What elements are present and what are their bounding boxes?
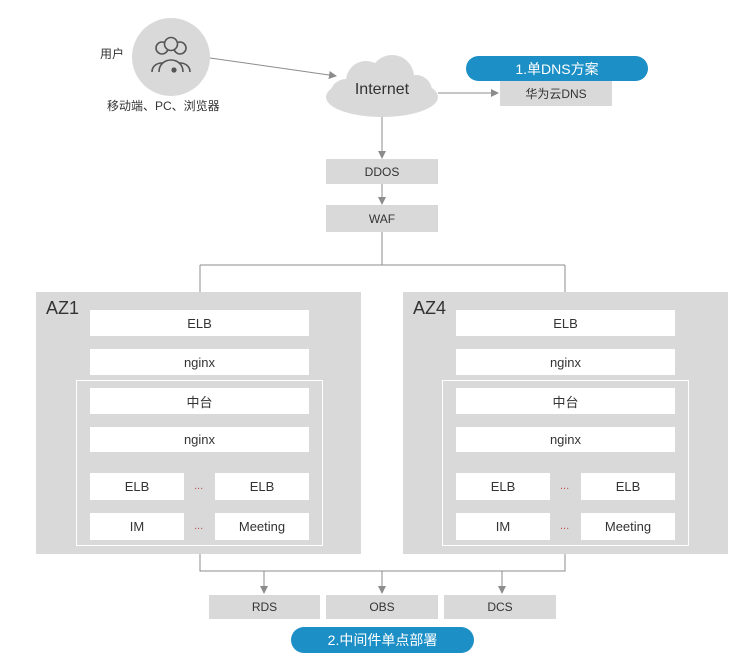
ddos-box: DDOS [326,159,438,184]
az4-ellipsis-top: ... [560,480,570,492]
waf-box: WAF [326,205,438,232]
az4-ellipsis-bottom: ... [560,520,570,532]
az1-elb-meeting: ELB [215,473,309,500]
az1-elb-im: ELB [90,473,184,500]
az1-im: IM [90,513,184,540]
az4-meeting: Meeting [581,513,675,540]
users-icon [151,36,191,73]
rds-box: RDS [209,595,320,619]
middleware-badge: 2.中间件单点部署 [291,627,474,653]
user-label: 用户 [100,47,125,61]
az4-elb-im: ELB [456,473,550,500]
az4-elb-meeting: ELB [581,473,675,500]
az4-elb: ELB [456,310,675,336]
internet-label: Internet [354,81,410,98]
az4-label: AZ4 [413,298,447,318]
az4-middle-platform: 中台 [456,388,675,414]
internet-cloud-icon [326,55,438,117]
dns-badge: 1.单DNS方案 [466,56,648,81]
dns-box: 华为云DNS [500,81,612,106]
az1-middle-platform: 中台 [90,388,309,414]
az4-middle-platform-group [442,380,689,546]
az4-im: IM [456,513,550,540]
az1-elb: ELB [90,310,309,336]
az1-nginx: nginx [90,349,309,375]
user-avatar [132,18,210,96]
az1-ellipsis-bottom: ... [194,520,204,532]
az4-nginx: nginx [456,349,675,375]
az1-ellipsis-top: ... [194,480,204,492]
user-devices: 移动端、PC、浏览器 [107,99,220,113]
dcs-box: DCS [444,595,556,619]
az1-label: AZ1 [46,298,80,318]
az1-nginx-inner: nginx [90,427,309,452]
az1-middle-platform-group [76,380,323,546]
az4-nginx-inner: nginx [456,427,675,452]
az1-meeting: Meeting [215,513,309,540]
obs-box: OBS [326,595,438,619]
